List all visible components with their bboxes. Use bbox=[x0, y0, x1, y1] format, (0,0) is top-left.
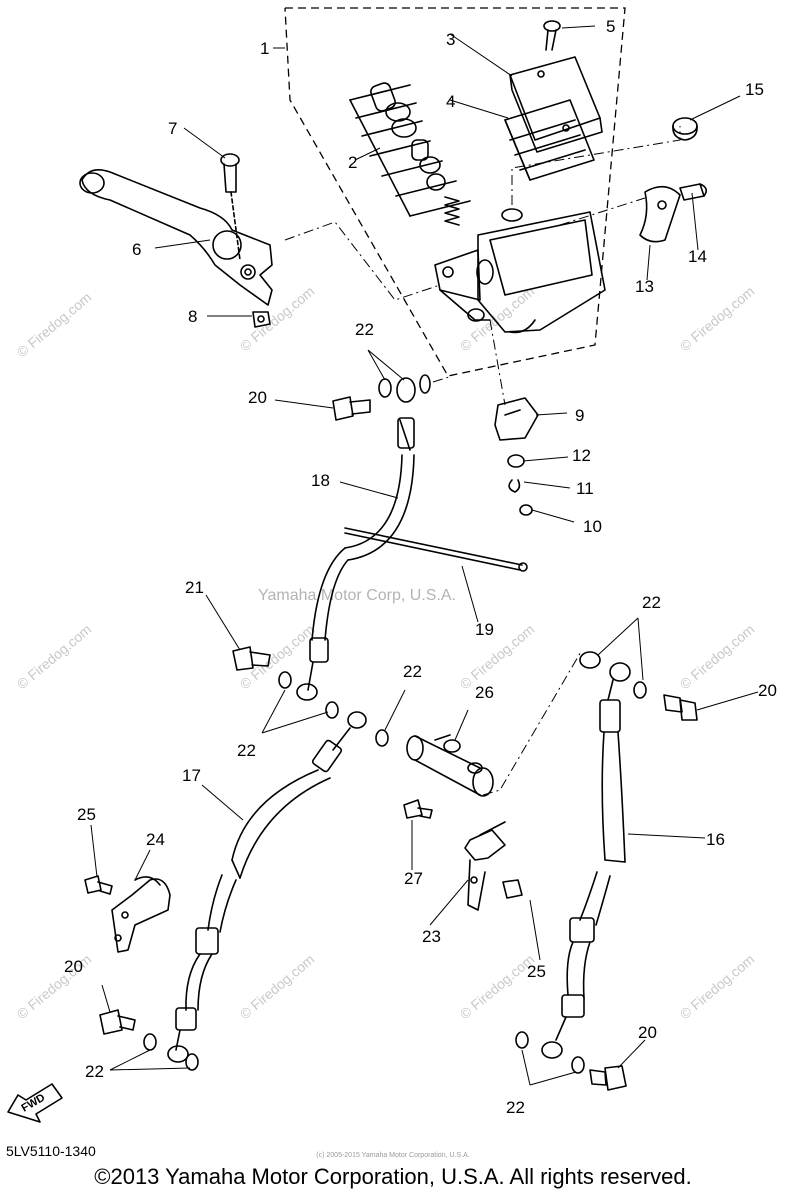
part-number: 17 bbox=[182, 766, 201, 785]
part-number: 22 bbox=[403, 662, 422, 681]
tiny-notice: (c) 2005-2015 Yamaha Motor Corporation, … bbox=[316, 1152, 470, 1159]
watermark-center: Yamaha Motor Corp, U.S.A. bbox=[258, 587, 456, 604]
brake-hose-right bbox=[541, 651, 631, 1059]
bracket-bolt bbox=[84, 875, 113, 895]
part-number: 22 bbox=[506, 1098, 525, 1117]
hose-guide-rod bbox=[344, 527, 528, 572]
lever-nut bbox=[252, 311, 271, 328]
part-number: 25 bbox=[77, 805, 96, 824]
diaphragm bbox=[504, 99, 595, 181]
watermark: © Firedog.com bbox=[457, 621, 538, 692]
part-number: 8 bbox=[188, 307, 197, 326]
part-number: 14 bbox=[688, 247, 707, 266]
part-number: 16 bbox=[706, 830, 725, 849]
piston-kit bbox=[349, 82, 471, 226]
part-number: 22 bbox=[237, 741, 256, 760]
copper-washer bbox=[278, 671, 389, 747]
part-number: 2 bbox=[348, 153, 357, 172]
part-number: 5 bbox=[606, 17, 615, 36]
part-number: 20 bbox=[758, 681, 777, 700]
joint-bolt bbox=[403, 799, 433, 819]
watermark: © Firedog.com bbox=[14, 621, 95, 692]
forward-arrow-icon bbox=[7, 1083, 63, 1123]
union-bolt bbox=[332, 396, 371, 421]
part-number: 22 bbox=[85, 1062, 104, 1081]
part-number: 20 bbox=[248, 388, 267, 407]
part-number: 7 bbox=[168, 119, 177, 138]
part-number: 18 bbox=[311, 471, 330, 490]
watermark: © Firedog.com bbox=[677, 951, 758, 1022]
brake-lever bbox=[79, 169, 273, 306]
hose-clamp bbox=[464, 821, 506, 911]
part-number: 13 bbox=[635, 277, 654, 296]
part-number: 19 bbox=[475, 620, 494, 639]
copper-washer bbox=[143, 1033, 199, 1071]
part-number: 22 bbox=[355, 320, 374, 339]
hose-joint bbox=[406, 734, 494, 797]
mounting-bolt bbox=[232, 646, 271, 671]
part-number: 27 bbox=[404, 869, 423, 888]
bracket-bolt bbox=[502, 879, 523, 899]
watermark: © Firedog.com bbox=[14, 289, 95, 360]
union-bolt bbox=[589, 1065, 627, 1091]
copper-washer bbox=[378, 374, 431, 403]
part-number: 10 bbox=[583, 517, 602, 536]
cover-screw bbox=[679, 183, 708, 201]
cap-screw bbox=[543, 20, 561, 51]
part-number-labels: 1 2 3 4 5 6 7 8 9 10 11 12 13 14 15 16 1… bbox=[64, 17, 777, 1117]
part-number: 26 bbox=[475, 683, 494, 702]
watermark: © Firedog.com bbox=[677, 621, 758, 692]
part-number: 9 bbox=[575, 406, 584, 425]
part-number: 20 bbox=[64, 957, 83, 976]
master-cylinder-body bbox=[434, 208, 606, 334]
brake-switch bbox=[494, 397, 539, 441]
hose-bracket bbox=[111, 876, 171, 953]
lever-cap bbox=[672, 117, 698, 141]
switch-washer bbox=[508, 479, 521, 493]
union-bolt bbox=[99, 1009, 136, 1035]
brake-hose-upper bbox=[296, 417, 415, 701]
part-number: 11 bbox=[576, 479, 594, 498]
diagram-code: 5LV5110-1340 bbox=[6, 1143, 96, 1159]
part-number: 20 bbox=[638, 1023, 657, 1042]
part-number: 12 bbox=[572, 446, 591, 465]
part-number: 15 bbox=[745, 80, 764, 99]
part-number: 22 bbox=[642, 593, 661, 612]
watermark: © Firedog.com bbox=[237, 951, 318, 1022]
brake-hose-left bbox=[167, 711, 367, 1063]
part-number: 24 bbox=[146, 830, 165, 849]
watermark: © Firedog.com bbox=[677, 283, 758, 354]
part-number: 6 bbox=[132, 240, 141, 259]
lever-bolt bbox=[220, 153, 241, 261]
part-number: 4 bbox=[446, 92, 455, 111]
part-number: 23 bbox=[422, 927, 441, 946]
part-number: 21 bbox=[185, 578, 204, 597]
watermark: © Firedog.com bbox=[457, 951, 538, 1022]
switch-collar bbox=[507, 454, 525, 468]
watermark: © Firedog.com bbox=[237, 621, 318, 692]
master-cylinder-assembly-outline bbox=[284, 7, 626, 377]
copper-washer bbox=[515, 681, 647, 1074]
leader-lines bbox=[90, 25, 759, 1086]
switch-screw bbox=[519, 504, 533, 516]
copyright-notice: ©2013 Yamaha Motor Corporation, U.S.A. A… bbox=[94, 1164, 692, 1189]
part-number: 25 bbox=[527, 962, 546, 981]
bracket-cover bbox=[639, 185, 681, 243]
reservoir-cap bbox=[509, 56, 603, 153]
part-number: 1 bbox=[260, 39, 269, 58]
watermark: © Firedog.com bbox=[237, 283, 318, 354]
part-number: 3 bbox=[446, 30, 455, 49]
union-bolt bbox=[663, 694, 698, 721]
connection-lines bbox=[284, 126, 681, 796]
